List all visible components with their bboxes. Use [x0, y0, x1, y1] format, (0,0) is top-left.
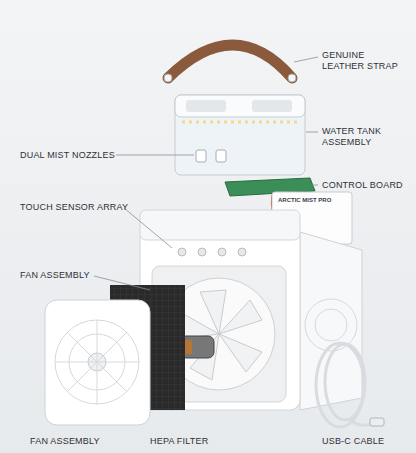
- part-label: HEPA FILTER: [150, 436, 240, 447]
- part-label: TOUCH SENSOR ARRAY: [20, 202, 130, 213]
- part-label: FAN ASSEMBLY: [20, 270, 110, 281]
- part-label: GENUINE LEATHER STRAP: [322, 50, 406, 72]
- part-label: DUAL MIST NOZZLES: [20, 150, 116, 161]
- part-label: CONTROL BOARD: [322, 180, 406, 191]
- water-tank: [175, 95, 305, 175]
- front-fan: [45, 300, 150, 425]
- leader-lines: [94, 57, 318, 290]
- part-label: WATER TANK ASSEMBLY: [322, 126, 406, 148]
- part-label: FAN ASSEMBLY: [30, 436, 120, 447]
- leather-strap: [168, 45, 292, 78]
- usb-cable: [316, 343, 372, 427]
- side-panel: [300, 232, 362, 410]
- part-label: USB-C CABLE: [322, 436, 406, 447]
- brand-text: ARCTIC MIST PRO: [278, 197, 348, 204]
